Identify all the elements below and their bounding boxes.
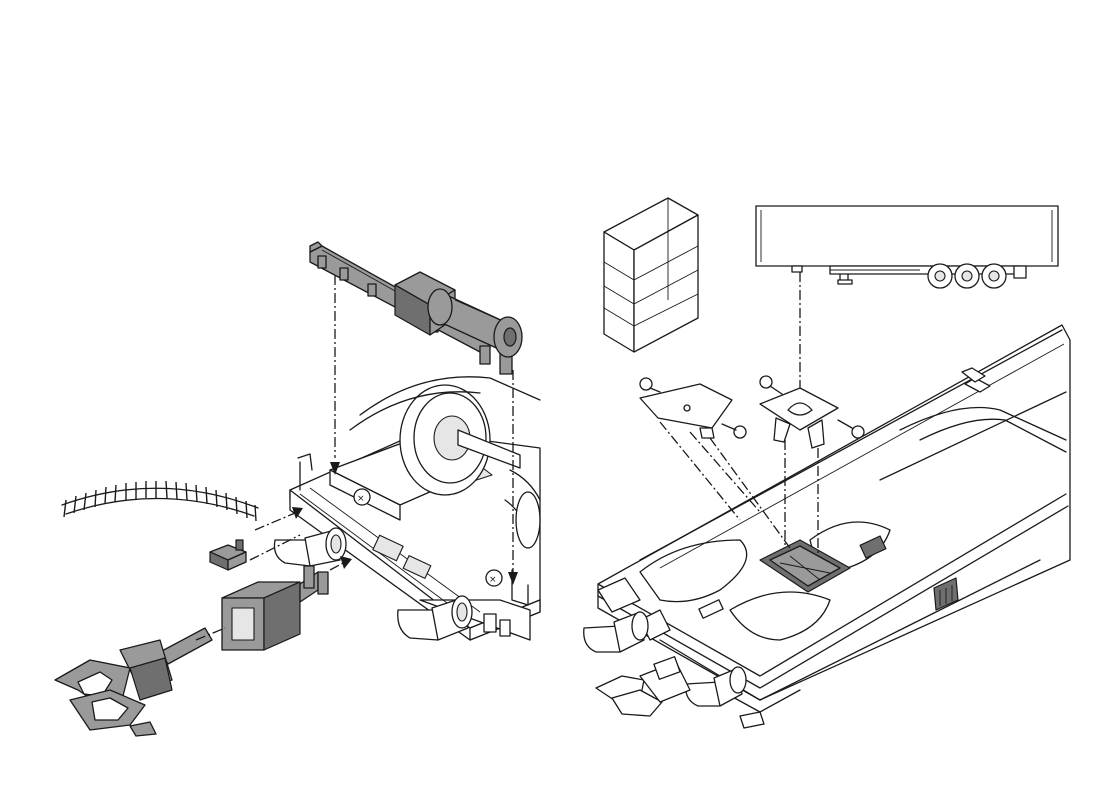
svg-text:×: × bbox=[357, 494, 365, 504]
wagon-chassis: × × bbox=[290, 377, 540, 640]
buffer bbox=[274, 528, 346, 566]
left-panel: × × bbox=[55, 242, 540, 736]
coupler-box bbox=[222, 566, 328, 650]
track-section bbox=[62, 481, 258, 521]
svg-text:×: × bbox=[489, 575, 497, 585]
coupler bbox=[596, 657, 690, 716]
right-panel bbox=[584, 198, 1070, 728]
motor bbox=[395, 272, 522, 357]
coupler bbox=[55, 628, 212, 736]
coupler-pocket bbox=[210, 540, 246, 570]
load-adapter-clip bbox=[760, 376, 864, 448]
glass-cabinet-load bbox=[604, 198, 698, 352]
load-adapter-plate bbox=[640, 378, 746, 438]
semitrailer-load bbox=[756, 206, 1058, 288]
